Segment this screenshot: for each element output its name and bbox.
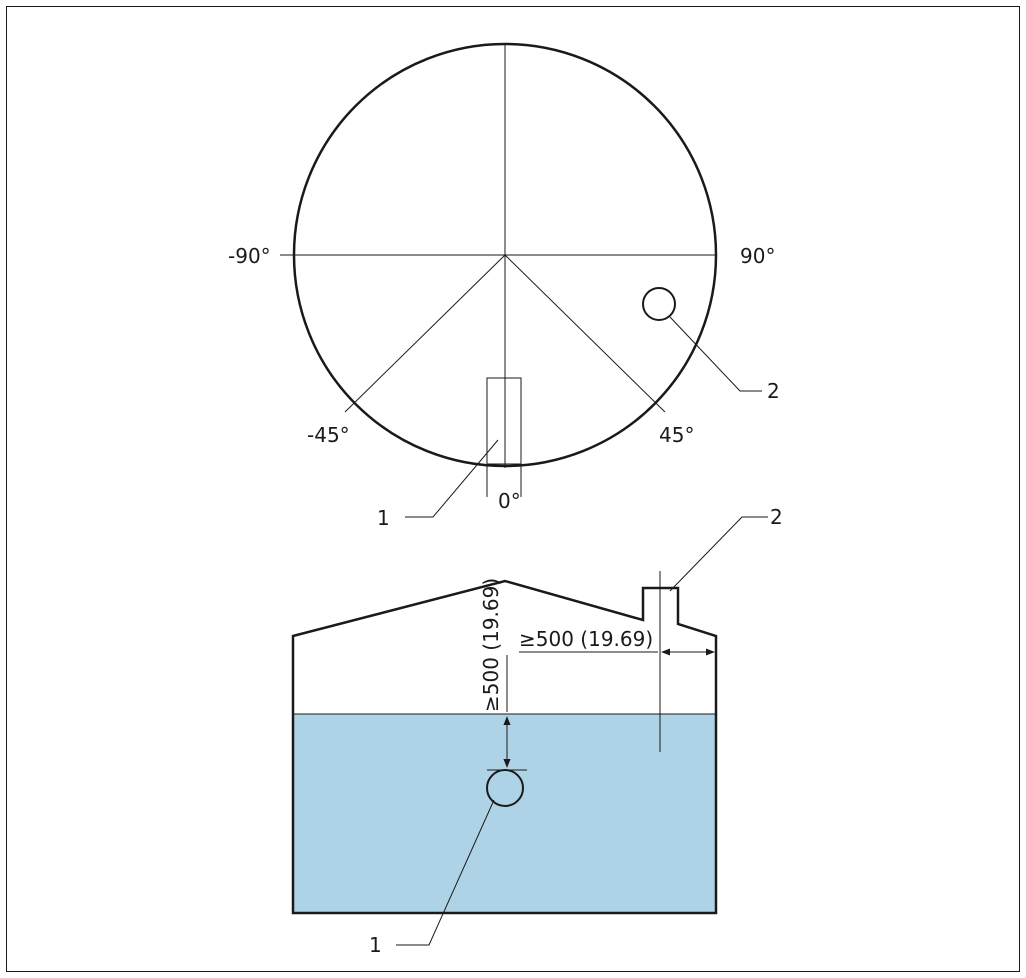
nozzle-circle bbox=[642, 287, 676, 321]
plus-45-line bbox=[504, 254, 666, 413]
callout-number-1-side: 1 bbox=[369, 933, 382, 957]
callout-leader-2-top bbox=[669, 316, 762, 392]
side-view: ≥500 (19.69) ≥500 (19.69) 2 1 bbox=[291, 505, 783, 957]
figure-frame bbox=[6, 6, 1020, 972]
angle-label-plus-45: 45° bbox=[659, 423, 694, 447]
callout-number-1-top: 1 bbox=[377, 506, 390, 530]
angle-label-zero: 0° bbox=[498, 489, 521, 513]
horizontal-dimension-label: ≥500 (19.69) bbox=[519, 627, 653, 651]
minus-45-line bbox=[344, 254, 506, 413]
angle-label-minus-90: -90° bbox=[228, 244, 271, 268]
top-view: -90° 90° -45° 45° 0° 2 1 bbox=[228, 42, 780, 530]
angle-label-minus-45: -45° bbox=[307, 423, 350, 447]
vertical-dimension-label: ≥500 (19.69) bbox=[479, 578, 503, 712]
callout-leader-2-side bbox=[669, 516, 768, 592]
sensor-circle bbox=[486, 769, 524, 807]
callout-number-2-top: 2 bbox=[767, 379, 780, 403]
callout-leader-1-side bbox=[396, 799, 495, 946]
angle-label-plus-90: 90° bbox=[740, 244, 775, 268]
callout-number-2-side: 2 bbox=[770, 505, 783, 529]
sensor-rectangle bbox=[486, 377, 522, 465]
callout-leader-1-top bbox=[405, 439, 499, 518]
liquid-fill bbox=[293, 714, 716, 914]
